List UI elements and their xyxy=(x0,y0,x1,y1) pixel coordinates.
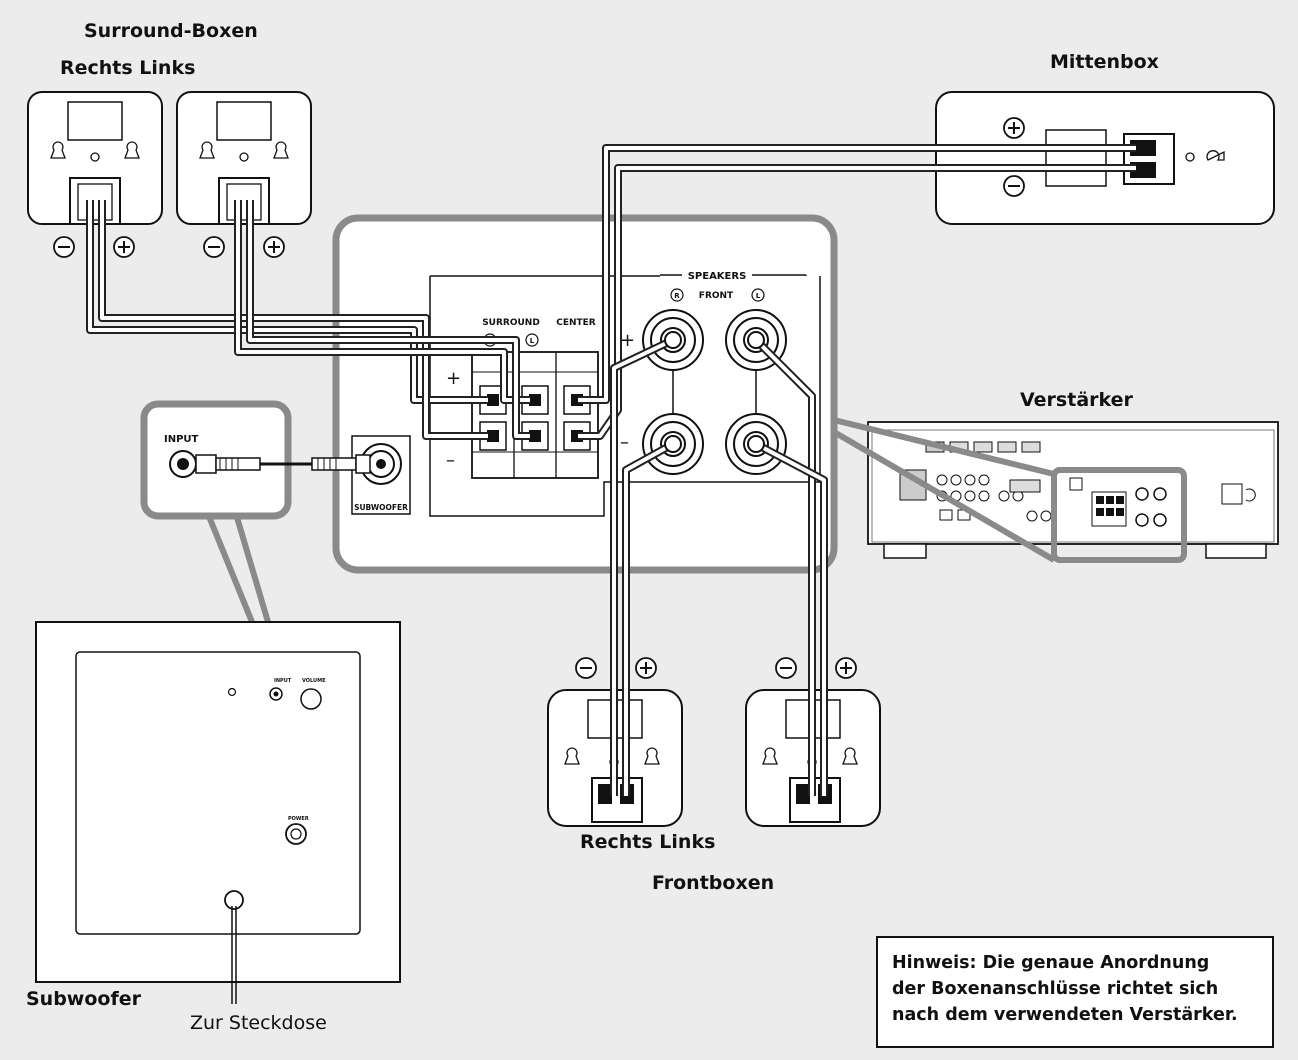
power-outlet-label: Zur Steckdose xyxy=(190,1012,327,1034)
surround-left-speaker xyxy=(176,91,312,225)
panel-minus-front: – xyxy=(620,432,629,453)
panel-plus-front: + xyxy=(620,330,635,351)
front-right-minus-icon xyxy=(575,657,597,679)
surround-right-left-label: Rechts Links xyxy=(60,57,196,79)
surround-center-terminal-block xyxy=(471,351,599,479)
front-left-minus-icon xyxy=(775,657,797,679)
svg-text:VOLUME: VOLUME xyxy=(302,678,326,684)
surround-left-plus-icon xyxy=(263,236,285,258)
surround-right-plus-icon xyxy=(113,236,135,258)
svg-text:L: L xyxy=(530,337,535,345)
front-left-indicator-icon: L xyxy=(751,288,765,302)
front-right-cable xyxy=(610,336,675,796)
panel-minus-left: – xyxy=(446,450,455,471)
panel-front-label: FRONT xyxy=(699,291,734,301)
center-plus-icon xyxy=(1003,117,1025,139)
front-terminal-caps xyxy=(664,331,765,453)
rca-cable xyxy=(260,454,371,474)
surround-left-minus-icon xyxy=(203,236,225,258)
front-right-speaker xyxy=(547,689,683,827)
panel-center-label: CENTER xyxy=(556,318,596,328)
amplifier-label: Verstärker xyxy=(1020,389,1133,411)
surround-group-label: Surround-Boxen xyxy=(84,20,258,42)
zoom-callout-amplifier xyxy=(832,417,1056,563)
power-cord xyxy=(231,906,237,1004)
front-left-plus-icon xyxy=(835,657,857,679)
surround-left-indicator-icon: L xyxy=(525,333,539,347)
center-box-label: Mittenbox xyxy=(1050,51,1159,73)
front-group-label: Frontboxen xyxy=(652,872,775,894)
front-left-cable xyxy=(753,337,828,796)
surround-left-cable xyxy=(234,200,530,440)
note-box: Hinweis: Die genaue Anordnung der Boxena… xyxy=(876,936,1274,1048)
subwoofer-label: Subwoofer xyxy=(26,988,141,1010)
center-speaker xyxy=(935,91,1275,225)
front-right-plus-icon xyxy=(635,657,657,679)
surround-right-cable xyxy=(86,200,488,440)
front-right-left-label: Rechts Links xyxy=(580,831,716,853)
panel-plus-left: + xyxy=(446,368,461,389)
subwoofer-input-zoom xyxy=(140,400,292,520)
svg-text:L: L xyxy=(756,292,761,300)
svg-text:POWER: POWER xyxy=(288,816,309,822)
panel-surround-label: SURROUND xyxy=(482,318,540,328)
subwoofer-output-jack xyxy=(351,435,411,515)
surround-right-speaker xyxy=(27,91,163,225)
panel-speakers-label: SPEAKERS xyxy=(688,271,747,282)
panel-input-label: INPUT xyxy=(164,434,199,445)
center-minus-icon xyxy=(1003,175,1025,197)
subwoofer-device: INPUT VOLUME POWER xyxy=(35,621,401,983)
speaker-cables xyxy=(86,144,1136,796)
svg-text:INPUT: INPUT xyxy=(274,678,292,684)
surround-right-minus-icon xyxy=(53,236,75,258)
note-text: Hinweis: Die genaue Anordnung der Boxena… xyxy=(892,953,1238,1025)
panel-subwoofer-label: SUBWOOFER xyxy=(354,503,408,512)
front-right-indicator-icon: R xyxy=(670,288,684,302)
svg-text:R: R xyxy=(674,292,680,300)
